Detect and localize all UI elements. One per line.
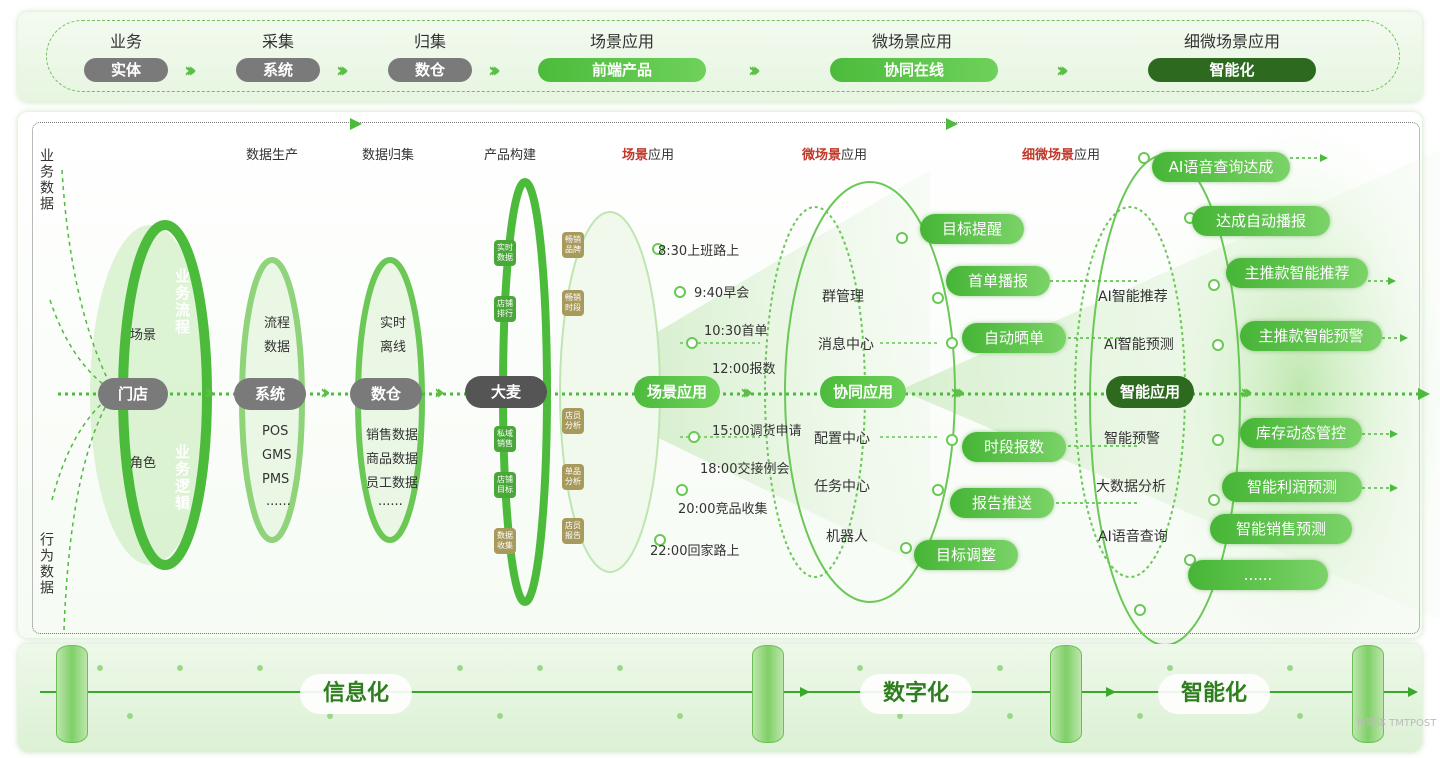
pipe-cylinder [1352, 645, 1384, 743]
product-tag: 私域销售 [494, 426, 516, 452]
timeline-item: 12:00报数 [712, 362, 776, 377]
product-tag: 实时数据 [494, 240, 516, 266]
fine-pill: 智能利润预测 [1222, 472, 1362, 502]
fine-pill: 智能销售预测 [1210, 514, 1352, 544]
scene-app-node: 场景应用 [634, 376, 720, 408]
system-node: 系统 [234, 378, 306, 410]
micro-item: 群管理 [822, 289, 864, 305]
micro-item: 配置中心 [814, 431, 870, 447]
intelligent-app-node: 智能应用 [1106, 376, 1194, 408]
stage-title-fine: 细微场景应用 [1183, 32, 1280, 51]
fine-pill: 主推款智能推荐 [1226, 258, 1368, 288]
stage-pill-system: 系统 [236, 58, 320, 82]
timeline-item: 10:30首单 [704, 324, 768, 339]
product-node: 大麦 [465, 376, 547, 408]
product-tag: 店铺排行 [494, 296, 516, 322]
header-micro-scene: 微场景应用 [802, 148, 868, 163]
stage-title-gather: 归集 [413, 32, 446, 51]
collab-app-node: 协同应用 [820, 376, 906, 408]
fine-item: AI智能推荐 [1098, 289, 1168, 305]
stage-intelligentization: 智能化 [1158, 674, 1270, 714]
fine-pill: AI语音查询达成 [1152, 152, 1290, 182]
timeline-item: 15:00调货申请 [712, 424, 802, 439]
stage-title-collect: 采集 [261, 32, 294, 51]
stage-pill-frontend: 前端产品 [538, 58, 706, 82]
micro-pill: 时段报数 [962, 432, 1066, 462]
timeline-item: 9:40早会 [694, 286, 750, 301]
micro-item: 消息中心 [818, 337, 874, 353]
fine-pill: 库存动态管控 [1240, 418, 1362, 448]
system-item: POS [262, 424, 289, 439]
behavior-data-label: 行为数据 [38, 532, 54, 596]
micro-item: 任务中心 [814, 479, 870, 495]
system-flow-label: 流程 [264, 316, 291, 331]
micro-pill: 首单播报 [946, 266, 1050, 296]
pipe-cylinder [1050, 645, 1082, 743]
store-node: 门店 [98, 378, 168, 410]
header-product-build: 产品构建 [484, 148, 537, 163]
arrow-icon [1418, 388, 1430, 400]
timeline-item: 8:30上班路上 [658, 244, 740, 259]
micro-pill: 报告推送 [950, 488, 1054, 518]
product-tag: 店铺目标 [494, 472, 516, 498]
business-data-label: 业务数据 [38, 148, 54, 212]
top-band [18, 12, 1422, 102]
fine-pill: ...... [1188, 560, 1328, 590]
fine-pill: 达成自动播报 [1192, 206, 1330, 236]
stage-pill-warehouse: 数仓 [388, 58, 472, 82]
system-data-label: 数据 [264, 340, 291, 355]
warehouse-item: 商品数据 [366, 452, 419, 467]
store-logic-label: 业务逻辑 [173, 444, 191, 512]
store-role-label: 角色 [130, 456, 157, 471]
warehouse-item: 员工数据 [366, 476, 419, 491]
product-tag: 畅销品牌 [562, 232, 584, 258]
fine-item: 智能预警 [1104, 431, 1160, 447]
product-tag: 畅销时段 [562, 290, 584, 316]
header-data-production: 数据生产 [246, 148, 299, 163]
stage-digitalization: 数字化 [860, 674, 972, 714]
fine-pill: 主推款智能预警 [1240, 321, 1382, 351]
fine-item: 大数据分析 [1096, 479, 1166, 495]
warehouse-node: 数仓 [350, 378, 422, 410]
pipe-cylinder [752, 645, 784, 743]
micro-pill: 目标提醒 [920, 214, 1024, 244]
warehouse-realtime-label: 实时 [380, 316, 407, 331]
header-fine-scene: 细微场景应用 [1022, 148, 1101, 163]
fine-item: AI语音查询 [1098, 529, 1168, 545]
warehouse-offline-label: 离线 [380, 340, 407, 355]
header-scene: 场景应用 [622, 148, 675, 163]
warehouse-item: ...... [378, 494, 403, 509]
stage-informatization: 信息化 [300, 674, 412, 714]
fine-item: AI智能预测 [1104, 337, 1174, 353]
stage-title-micro: 微场景应用 [871, 32, 952, 51]
stage-pill-entity: 实体 [84, 58, 168, 82]
system-item: PMS [262, 472, 290, 487]
warehouse-item: 销售数据 [366, 428, 419, 443]
product-tag: 单品分析 [562, 464, 584, 490]
arrow-icon [946, 118, 958, 130]
pipe-cylinder [56, 645, 88, 743]
arrow-icon [350, 118, 362, 130]
product-tag: 店员分析 [562, 408, 584, 434]
watermark-logo: 钛媒体 TMTPOST [1356, 718, 1437, 729]
product-tag: 店员报告 [562, 518, 584, 544]
stage-title-business: 业务 [109, 32, 142, 51]
micro-pill: 目标调整 [914, 540, 1018, 570]
stage-pill-collab: 协同在线 [830, 58, 998, 82]
timeline-item: 20:00竞品收集 [678, 502, 768, 517]
stage-pill-intelligent: 智能化 [1148, 58, 1316, 82]
micro-item: 机器人 [826, 529, 868, 545]
store-flow-label: 业务流程 [173, 268, 191, 336]
micro-pill: 自动晒单 [962, 323, 1066, 353]
timeline-item: 18:00交接例会 [700, 462, 790, 477]
stage-title-scene: 场景应用 [589, 32, 654, 51]
header-data-collection: 数据归集 [362, 148, 415, 163]
timeline-item: 22:00回家路上 [650, 544, 740, 559]
system-item: GMS [262, 448, 292, 463]
system-item: ...... [266, 494, 291, 509]
store-scene-label: 场景 [130, 328, 157, 343]
product-tag: 数据收集 [494, 528, 516, 554]
top-dashed-track [46, 20, 1400, 92]
